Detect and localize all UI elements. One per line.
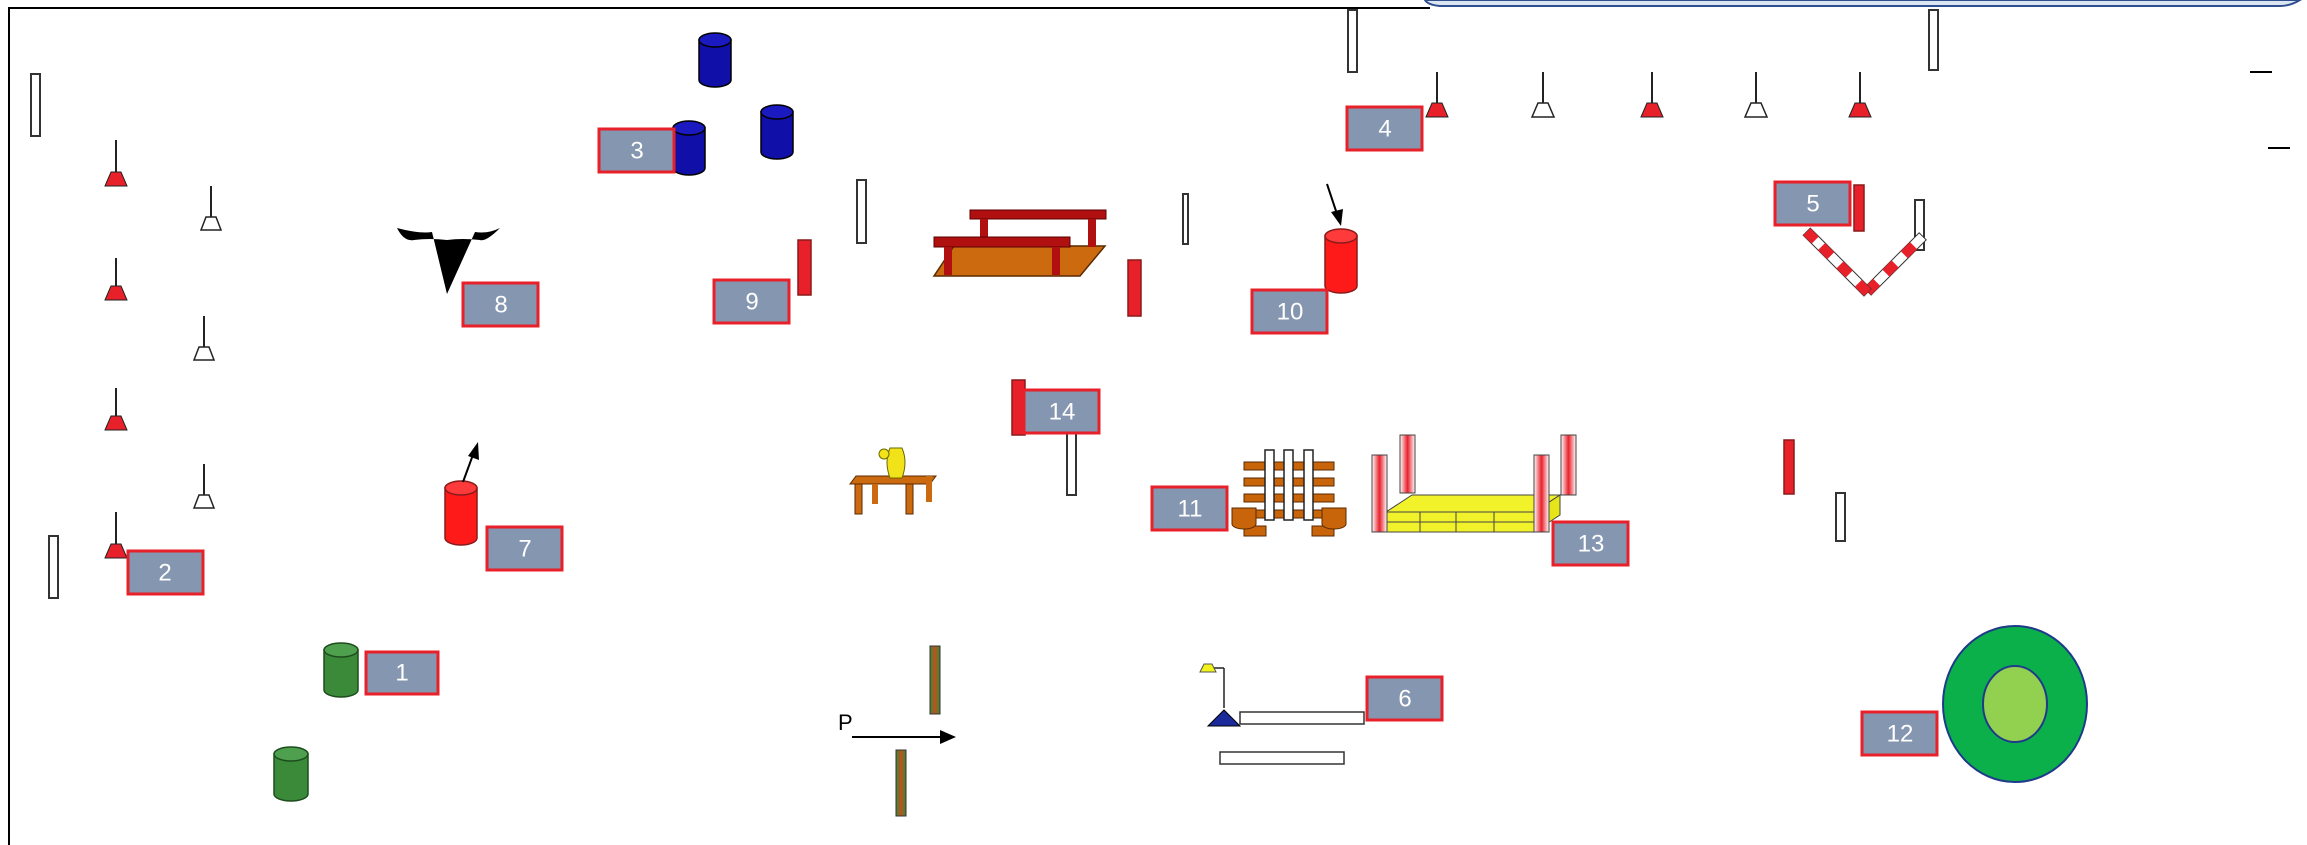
station-label-text: 3: [630, 138, 643, 165]
station-label-text: 5: [1806, 191, 1819, 218]
station-label-text: 4: [1378, 116, 1391, 143]
ladder-icon: [1231, 449, 1347, 537]
barrel-icon: [444, 228, 1358, 546]
station-label-10: 10: [1250, 288, 1329, 335]
station-label-text: 9: [745, 289, 758, 316]
seesaw-icon: [1199, 663, 1365, 765]
vase-icon: [878, 447, 906, 479]
target-icon: [1942, 625, 2088, 783]
station-label-text: 8: [494, 292, 507, 319]
top-bar: [1423, 0, 2302, 7]
station-label-text: 1: [395, 660, 408, 687]
start-marker: P: [838, 710, 853, 735]
station-label-text: 11: [1178, 496, 1203, 523]
cone-icon: [1425, 72, 1872, 118]
station-label-text: 10: [1277, 299, 1304, 326]
station-label-3: 3: [597, 127, 676, 174]
station-label-7: 7: [485, 525, 564, 572]
station-label-6: 6: [1365, 675, 1444, 722]
station-label-13: 13: [1551, 520, 1630, 567]
station-label-text: 13: [1578, 531, 1605, 558]
pole-icon: [895, 645, 941, 817]
station-label-text: 6: [1398, 686, 1411, 713]
station-label-text: 14: [1049, 399, 1076, 426]
table-icon: [849, 475, 937, 515]
station-label-4: 4: [1345, 105, 1424, 152]
station-label-11: 11: [1150, 485, 1229, 532]
bench-icon: [932, 209, 1107, 277]
barrel-icon: [273, 642, 359, 802]
station-label-2: 2: [126, 549, 205, 596]
station-label-12: 12: [1860, 710, 1939, 757]
animal-icon: [397, 228, 500, 294]
station-label-14: 14: [1022, 388, 1101, 435]
station-label-text: 7: [518, 536, 531, 563]
striped-jump-icon: [1802, 227, 1927, 297]
station-label-1: 1: [364, 650, 440, 696]
station-label-9: 9: [712, 278, 791, 325]
cone-icon: [104, 140, 223, 559]
station-label-text: 2: [158, 560, 171, 587]
arrow-icon: [462, 183, 1343, 483]
pole-icon: [30, 9, 1939, 599]
arrow-icon: [852, 730, 956, 744]
station-label-text: 12: [1887, 721, 1914, 748]
bridge-icon: [1371, 434, 1577, 533]
station-label-8: 8: [461, 281, 540, 328]
station-label-5: 5: [1773, 180, 1852, 227]
barrel-icon: [672, 32, 794, 176]
